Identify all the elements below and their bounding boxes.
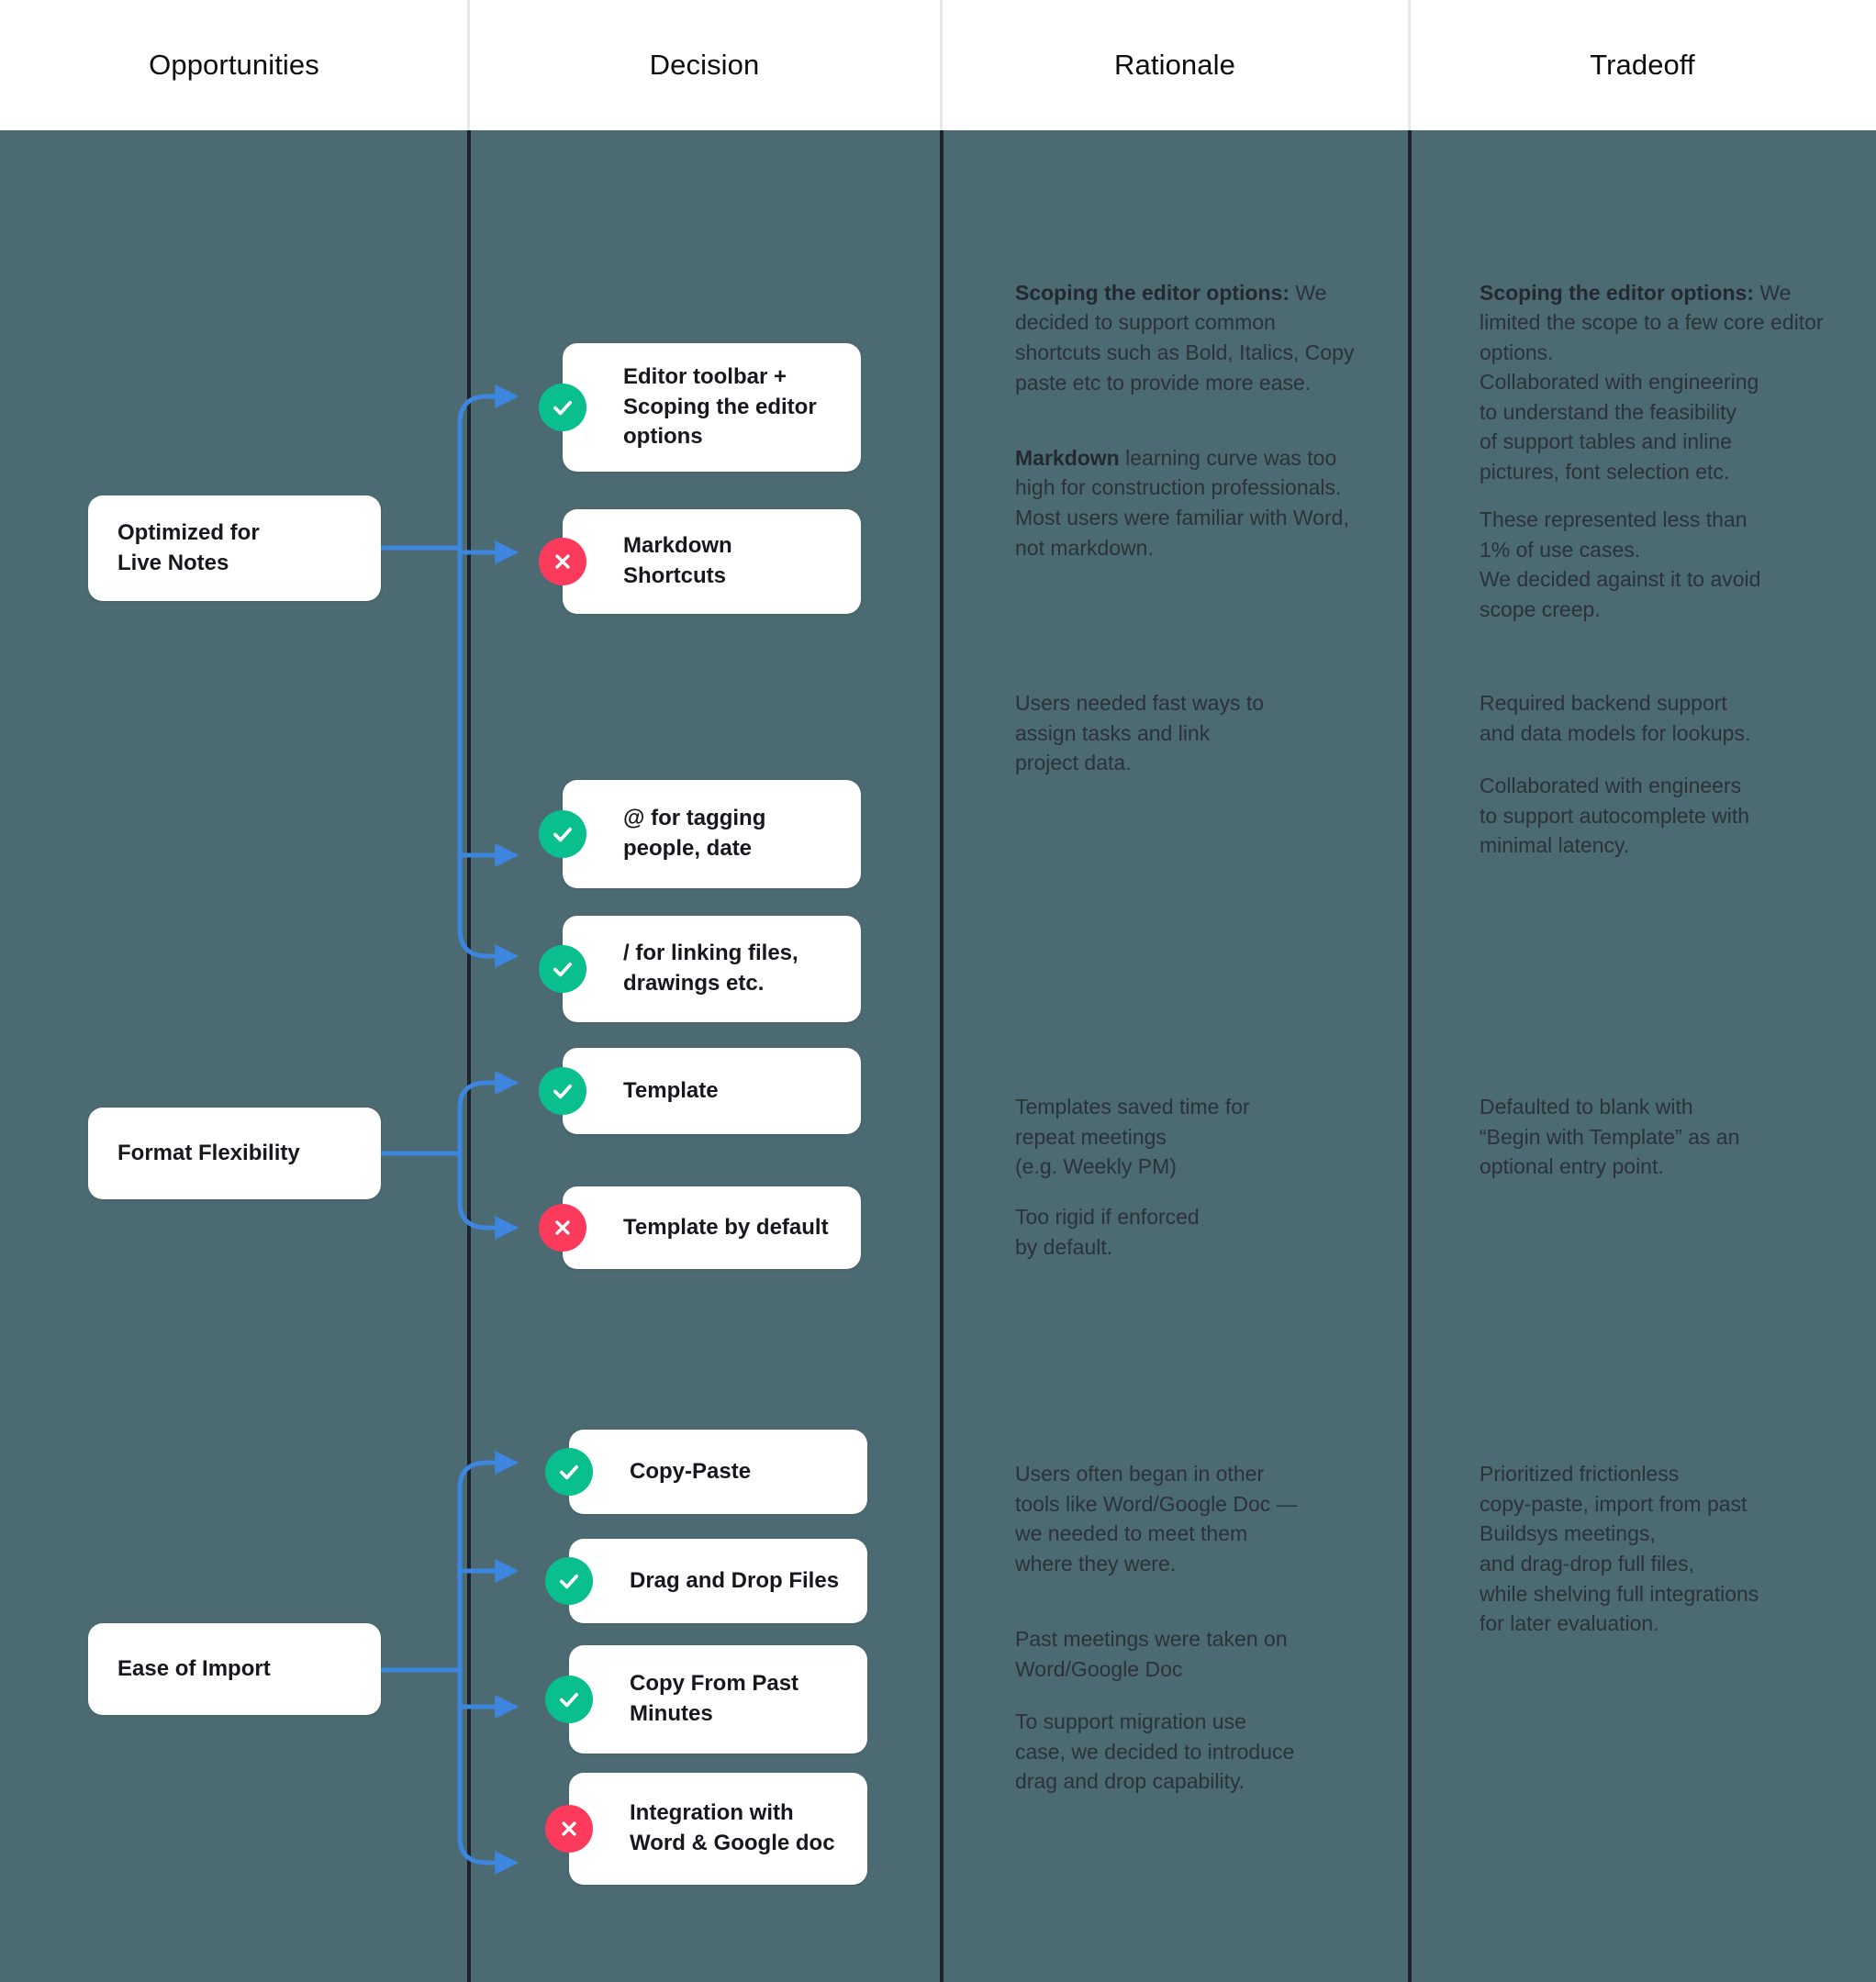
decision-label: Copy From Past Minutes [630, 1671, 799, 1726]
decision-label: Drag and Drop Files [630, 1567, 840, 1593]
column-divider-2 [940, 130, 944, 1982]
cross-icon [539, 538, 586, 585]
decision-card-editor-toolbar[interactable]: Editor toolbar + Scoping the editor opti… [539, 343, 861, 472]
cross-icon [539, 1204, 586, 1252]
tradeoff-block-use-cases: These represented less than 1% of use ca… [1480, 507, 1761, 621]
opportunity-label: Optimized for Live Notes [117, 519, 260, 575]
decision-card-template-by-default[interactable]: Template by default [539, 1186, 861, 1269]
rationale-block-tagging: Users needed fast ways to assign tasks a… [1015, 691, 1265, 775]
opportunity-card-ease-of-import[interactable]: Ease of Import [88, 1623, 381, 1715]
tradeoff-block-defaulted-blank: Defaulted to blank with “Begin with Temp… [1480, 1095, 1740, 1179]
header-divider-2 [940, 0, 943, 130]
opportunity-card-format-flexibility[interactable]: Format Flexibility [88, 1108, 381, 1199]
column-header-decision-label: Decision [649, 49, 760, 81]
column-header-rationale: Rationale [941, 0, 1409, 130]
rationale-body: learning curve was too high for construc… [1015, 445, 1349, 560]
rationale-block-migration: To support migration use case, we decide… [1015, 1709, 1295, 1794]
column-header-rationale-label: Rationale [1114, 49, 1235, 81]
column-header-tradeoff-label: Tradeoff [1590, 49, 1695, 81]
column-header-opportunities-label: Opportunities [149, 49, 319, 81]
tradeoff-block-collaborated-engineering: Collaborated with engineering to underst… [1480, 370, 1759, 484]
cross-icon [545, 1805, 593, 1853]
check-icon [539, 810, 586, 858]
tradeoff-block-backend-support: Required backend support and data models… [1480, 691, 1751, 745]
rationale-block-past-meetings: Past meetings were taken on Word/Google … [1015, 1627, 1288, 1681]
decision-label: Markdown Shortcuts [623, 533, 732, 588]
decision-card-template[interactable]: Template [539, 1048, 861, 1134]
tradeoff-block-frictionless: Prioritized frictionless copy-paste, imp… [1480, 1462, 1759, 1636]
column-header-decision: Decision [468, 0, 941, 130]
check-icon [545, 1557, 593, 1605]
tradeoff-lead: Scoping the editor options: [1480, 280, 1754, 305]
decision-card-slash-for-linking[interactable]: / for linking files, drawings etc. [539, 916, 861, 1022]
decision-label: / for linking files, drawings etc. [623, 941, 798, 996]
decision-label: Integration with Word & Google doc [630, 1800, 835, 1855]
rationale-lead: Scoping the editor options: [1015, 280, 1290, 305]
tradeoff-block-autocomplete: Collaborated with engineers to support a… [1480, 774, 1750, 858]
decision-card-integration-word-google-doc[interactable]: Integration with Word & Google doc [545, 1773, 867, 1885]
column-divider-3 [1408, 130, 1412, 1982]
tradeoff-body: We limited the scope to a few core edito… [1480, 280, 1824, 364]
decision-card-copy-from-past-minutes[interactable]: Copy From Past Minutes [545, 1645, 867, 1754]
decision-label: Template [623, 1077, 719, 1103]
header-divider-3 [1408, 0, 1411, 130]
check-icon [539, 384, 586, 431]
decision-label: Template by default [623, 1214, 829, 1240]
decision-card-drag-and-drop-files[interactable]: Drag and Drop Files [545, 1539, 867, 1623]
rationale-block-markdown: Markdown learning curve was too high for… [1015, 413, 1355, 562]
column-header-tradeoff: Tradeoff [1409, 0, 1876, 130]
check-icon [545, 1676, 593, 1723]
tradeoff-block-scoping: Scoping the editor options: We limited t… [1480, 248, 1828, 368]
decision-label: @ for tagging people, date [623, 806, 766, 861]
decision-card-markdown-shortcuts[interactable]: Markdown Shortcuts [539, 509, 861, 614]
header-divider-1 [467, 0, 470, 130]
rationale-block-too-rigid: Too rigid if enforced by default. [1015, 1205, 1200, 1259]
check-icon [539, 1067, 586, 1115]
decision-card-at-for-tagging[interactable]: @ for tagging people, date [539, 780, 861, 888]
opportunity-label: Ease of Import [117, 1655, 271, 1681]
column-divider-1 [467, 130, 471, 1982]
check-icon [545, 1448, 593, 1496]
opportunity-label: Format Flexibility [117, 1140, 300, 1165]
column-header-bar: Opportunities Decision Rationale Tradeof… [0, 0, 1876, 130]
column-header-opportunities: Opportunities [0, 0, 468, 130]
rationale-block-other-tools: Users often began in other tools like Wo… [1015, 1462, 1298, 1576]
decision-card-copy-paste[interactable]: Copy-Paste [545, 1430, 867, 1514]
check-icon [539, 945, 586, 993]
rationale-lead: Markdown [1015, 445, 1120, 470]
decision-label: Editor toolbar + Scoping the editor opti… [623, 364, 817, 450]
rationale-block-templates: Templates saved time for repeat meetings… [1015, 1095, 1250, 1179]
opportunity-card-optimized-for-live-notes[interactable]: Optimized for Live Notes [88, 496, 381, 601]
rationale-block-editor-options: Scoping the editor options: We decided t… [1015, 248, 1355, 397]
rationale-body: We decided to support common shortcuts s… [1015, 280, 1355, 395]
decision-label: Copy-Paste [630, 1458, 752, 1484]
matrix-body: Optimized for Live Notes Format Flexibil… [0, 130, 1876, 1982]
